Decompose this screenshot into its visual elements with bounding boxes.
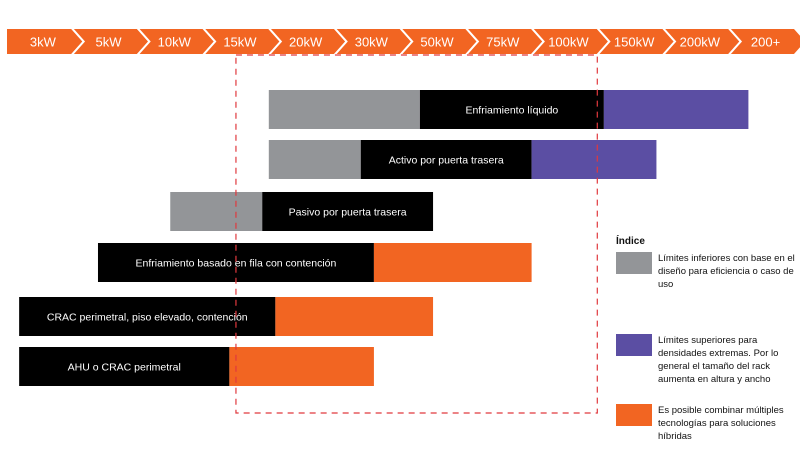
- bar-2-segment-core: [262, 192, 434, 231]
- bar-0-segment-lower: [268, 90, 420, 129]
- scale-label-0: 3kW: [30, 35, 57, 50]
- scale-label-3: 15kW: [223, 35, 257, 50]
- scale-arrow-11: [726, 27, 800, 56]
- scale-label-7: 75kW: [486, 35, 520, 50]
- bar-label-0: Enfriamiento líquido: [465, 105, 558, 117]
- legend-item-upper: Límites superiores para densidades extre…: [616, 334, 800, 385]
- legend-label-lower: Límites inferiores con base en el diseño…: [658, 253, 795, 290]
- bar-1-segment-upper: [531, 140, 657, 179]
- bar-4-segment-hybrid: [275, 297, 434, 336]
- bar-1-segment-lower: [268, 140, 361, 179]
- scale-label-8: 100kW: [548, 35, 589, 50]
- legend-item-hybrid: Es posible combinar múltiples tecnología…: [616, 404, 800, 454]
- bar-label-4: CRAC perimetral, piso elevado, contenció…: [47, 312, 248, 324]
- bar-0-segment-upper: [603, 90, 749, 129]
- scale-label-5: 30kW: [355, 35, 389, 50]
- bar-label-3: Enfriamiento basado en fila con contenci…: [136, 258, 337, 270]
- legend-swatch-lower: [616, 252, 652, 274]
- bar-0-segment-core: [419, 90, 604, 129]
- legend-label-upper: Límites superiores para densidades extre…: [658, 335, 779, 385]
- legend: Índice Límites inferiores con base en el…: [616, 236, 800, 442]
- legend-swatch-upper: [616, 334, 652, 356]
- scale-label-9: 150kW: [614, 35, 655, 50]
- bar-5-segment-core: [19, 347, 230, 386]
- scale-label-2: 10kW: [158, 35, 192, 50]
- bar-3-segment-hybrid: [373, 243, 532, 282]
- highlight-range-box: [235, 54, 598, 414]
- scale-label-11: 200+: [751, 35, 780, 50]
- bar-1-segment-core: [360, 140, 532, 179]
- bar-label-5: AHU o CRAC perimetral: [68, 362, 181, 374]
- bar-label-1: Activo por puerta trasera: [389, 155, 504, 167]
- scale-label-4: 20kW: [289, 35, 323, 50]
- legend-item-lower: Límites inferiores con base en el diseño…: [616, 252, 800, 302]
- highlight-range: [235, 54, 598, 414]
- legend-swatch-hybrid: [616, 404, 652, 426]
- scale-label-1: 5kW: [96, 35, 123, 50]
- bar-5-segment-hybrid: [229, 347, 374, 386]
- bar-2-segment-lower: [170, 192, 263, 231]
- legend-title: Índice: [616, 236, 645, 247]
- bar-label-2: Pasivo por puerta trasera: [289, 207, 407, 219]
- legend-label-hybrid: Es posible combinar múltiples tecnología…: [658, 405, 784, 442]
- power-scale-arrows: 3kW 5kW 10kW 15kW 20kW 30kW 50kW 75kW 100kW 150kW…: [5, 27, 800, 56]
- bar-4-segment-core: [19, 297, 276, 336]
- scale-label-10: 200kW: [680, 35, 721, 50]
- scale-label-6: 50kW: [420, 35, 454, 50]
